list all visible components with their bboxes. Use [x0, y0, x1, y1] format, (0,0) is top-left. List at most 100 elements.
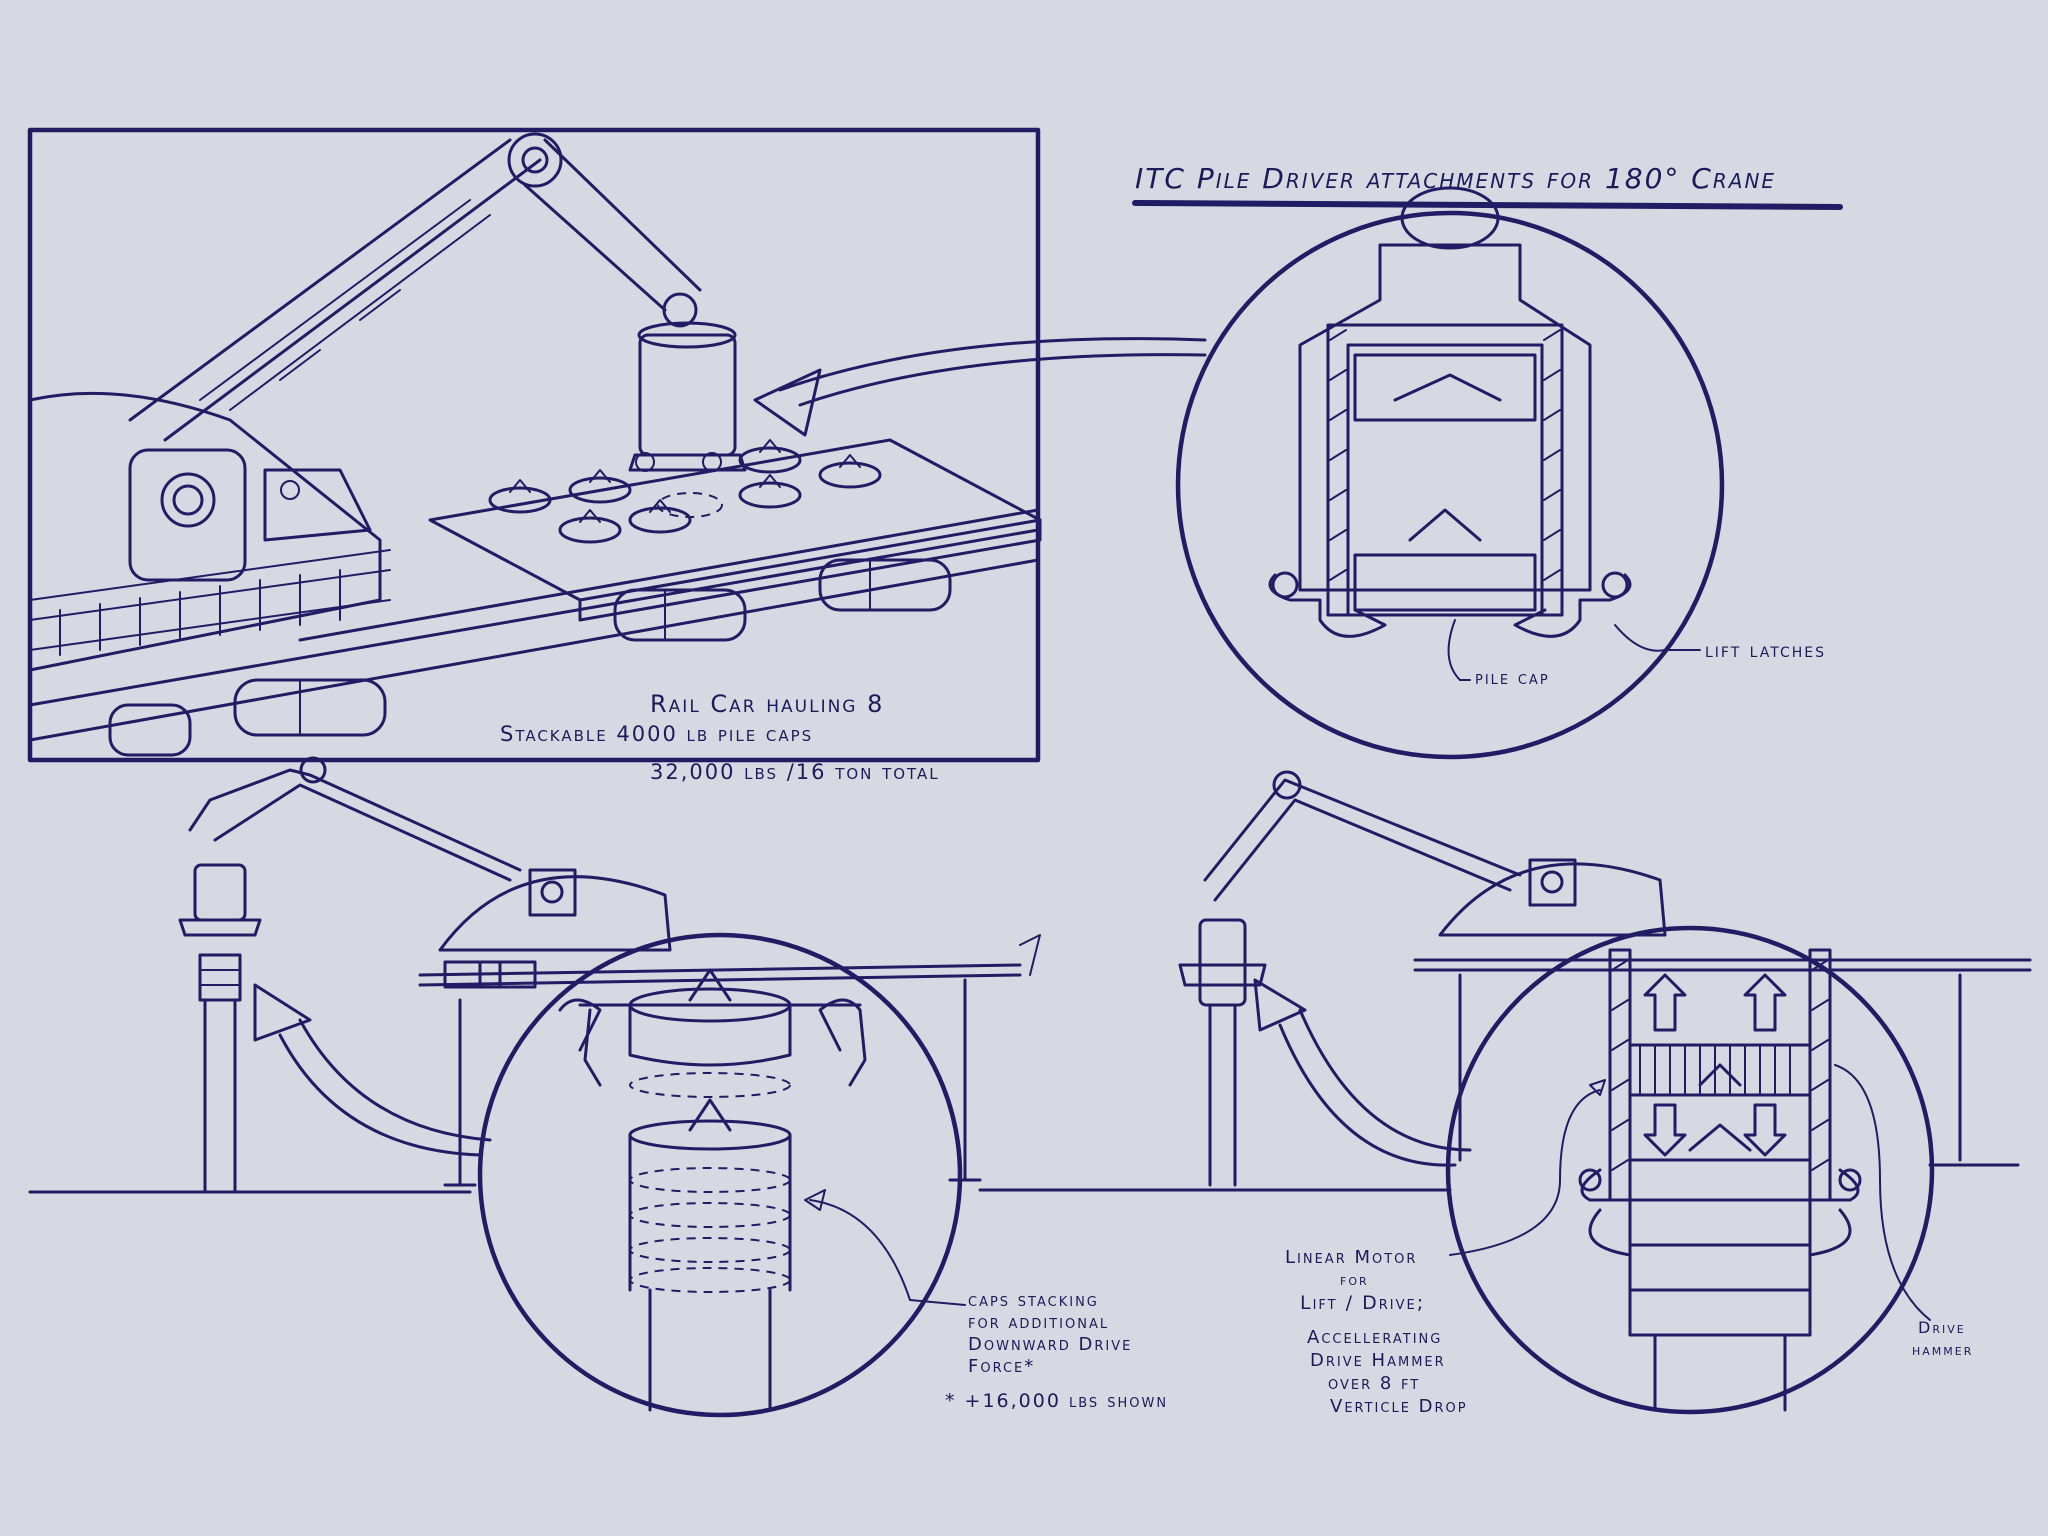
- inset-caption-line1: Rail Car hauling 8: [650, 690, 885, 718]
- detail-right-cap-1: [1628, 1158, 1812, 1202]
- right-deck-beams: [1413, 958, 2032, 972]
- arrow-top-head: [753, 368, 822, 437]
- detail-top-sleeve-outer: [1326, 323, 1564, 617]
- left-wheel-2: [478, 960, 537, 989]
- boom-pivot: [507, 132, 563, 188]
- boom-detail: [199, 199, 491, 411]
- rail-line-3: [298, 508, 1040, 642]
- left-wheel-1: [443, 960, 502, 989]
- right-crane-arm-lower: [1213, 798, 1512, 902]
- detail-top-joint: [1400, 186, 1500, 250]
- drawing-title: ITC Pile Driver attachments for 180° Cra…: [1135, 162, 1777, 195]
- detail-circle-left: [477, 932, 966, 1418]
- rail-line-1: [28, 528, 1040, 707]
- pile-cap-peak: [1688, 1123, 1752, 1152]
- arrow-left-head: [253, 983, 312, 1042]
- linear-motor-line3: Lift / Drive;: [1300, 1292, 1426, 1314]
- arrow-top-shaft: [778, 337, 1207, 392]
- left-hammer: [193, 863, 247, 922]
- drive-hammer-block: [1628, 1043, 1812, 1097]
- drive-hammer-leader: [1834, 1064, 1931, 1321]
- flatcar-wheels: [108, 558, 952, 757]
- break-mark: [1019, 934, 1041, 976]
- arrow-left-shaft-2: [278, 1033, 482, 1157]
- arrow-left-shaft: [298, 1018, 492, 1142]
- detail-circle-top: [1175, 186, 1725, 760]
- left-crane-hub: [528, 868, 577, 917]
- detail-top-latch-right: [1513, 573, 1632, 638]
- latch-pin-left: [1271, 571, 1299, 599]
- caps-stacking-line1: caps stacking: [968, 1290, 1099, 1311]
- pile-cap-leader: [1447, 619, 1471, 681]
- operator-head: [280, 480, 300, 500]
- bottom-right-scene: [978, 770, 2032, 1192]
- detail-circle-right: [1445, 925, 1935, 1415]
- left-support-2: [948, 978, 982, 1182]
- linear-motor-line7: Verticle Drop: [1330, 1396, 1468, 1417]
- detail-right-latch-r: [1818, 1168, 1860, 1202]
- left-crane-arm: [188, 768, 522, 872]
- arrow-top-shaft-2: [798, 353, 1207, 407]
- left-arm-pivot: [299, 756, 327, 784]
- rail-car-inset: [27, 127, 1042, 763]
- caps-stacking-line3: Downward Drive: [968, 1334, 1133, 1355]
- inset-caption-line2: Stackable 4000 lb pile caps: [500, 722, 814, 746]
- detail-left-latch-l: [558, 998, 602, 1052]
- rail-line-2: [28, 558, 1040, 742]
- right-hammer: [1198, 918, 1247, 1007]
- detail-top-housing: [1298, 243, 1592, 592]
- crane-grid-lines: [29, 549, 391, 651]
- arrow-right-shaft: [1298, 1008, 1472, 1152]
- detail-right-cap-2: [1628, 1198, 1812, 1247]
- detail-right-cap-3: [1628, 1243, 1812, 1292]
- detail-top-latch-left: [1268, 573, 1387, 638]
- crane-hub-inner: [172, 484, 204, 516]
- right-crane-arm: [1203, 778, 1522, 882]
- right-supports: [1458, 973, 1962, 1162]
- crane-boom: [128, 138, 542, 442]
- crane-body: [28, 391, 382, 672]
- detail-top-hammer-peak: [1393, 373, 1502, 402]
- detail-right-pile: [1653, 1333, 1787, 1412]
- stick-joint: [662, 292, 698, 328]
- drive-hammer-peak: [1698, 1063, 1742, 1087]
- pile-caps-on-car: [488, 439, 882, 544]
- left-crane-arm-lower: [213, 783, 512, 882]
- detail-top-hammer: [1353, 353, 1537, 422]
- detail-right-hatching: [1611, 959, 1829, 1171]
- detail-top-hatching: [1329, 329, 1561, 581]
- drive-hammer-hatch: [1639, 1044, 1791, 1096]
- detail-left-cap-body: [628, 1003, 792, 1067]
- right-crane-dome: [1438, 862, 1667, 937]
- caps-stacking-line4: Force*: [968, 1356, 1036, 1377]
- lift-latches-leader: [1614, 624, 1701, 652]
- bottom-left-scene: [28, 756, 1041, 1194]
- crane-stick: [523, 138, 702, 312]
- linear-motor-leader: [1449, 1089, 1601, 1256]
- left-deck-beams: [418, 963, 1022, 987]
- left-crane-dome: [438, 875, 672, 952]
- drive-hammer-label-1: Drive: [1918, 1318, 1966, 1337]
- right-arm-pivot: [1272, 770, 1302, 800]
- right-crane-hub: [1528, 858, 1577, 907]
- detail-right-latch-l: [1580, 1168, 1622, 1202]
- detail-top-pile-cap: [1353, 553, 1537, 612]
- detail-right-latch-arms: [1588, 1208, 1852, 1257]
- linear-motor-line6: over 8 ft: [1328, 1373, 1421, 1394]
- lift-latches-label: lift latches: [1705, 638, 1827, 662]
- linear-motor-line2: for: [1340, 1270, 1369, 1289]
- arrow-right-head: [1253, 978, 1307, 1032]
- down-arrow-right-icon: [1743, 1103, 1787, 1157]
- detail-top-sleeve-inner: [1346, 343, 1544, 617]
- up-arrow-left-icon: [1643, 973, 1687, 1032]
- caps-stacking-leader: [809, 1199, 966, 1306]
- caps-stacking-footnote: * +16,000 lbs shown: [945, 1390, 1169, 1412]
- detail-right-rail-right: [1808, 948, 1832, 1202]
- inset-caption-line3: 32,000 lbs /16 ton total: [650, 760, 940, 784]
- detail-left-pile: [648, 1288, 772, 1412]
- linear-motor-line1: Linear Motor: [1285, 1247, 1418, 1268]
- up-arrow-right-icon: [1743, 973, 1787, 1032]
- latch-bolt-left: [635, 452, 655, 472]
